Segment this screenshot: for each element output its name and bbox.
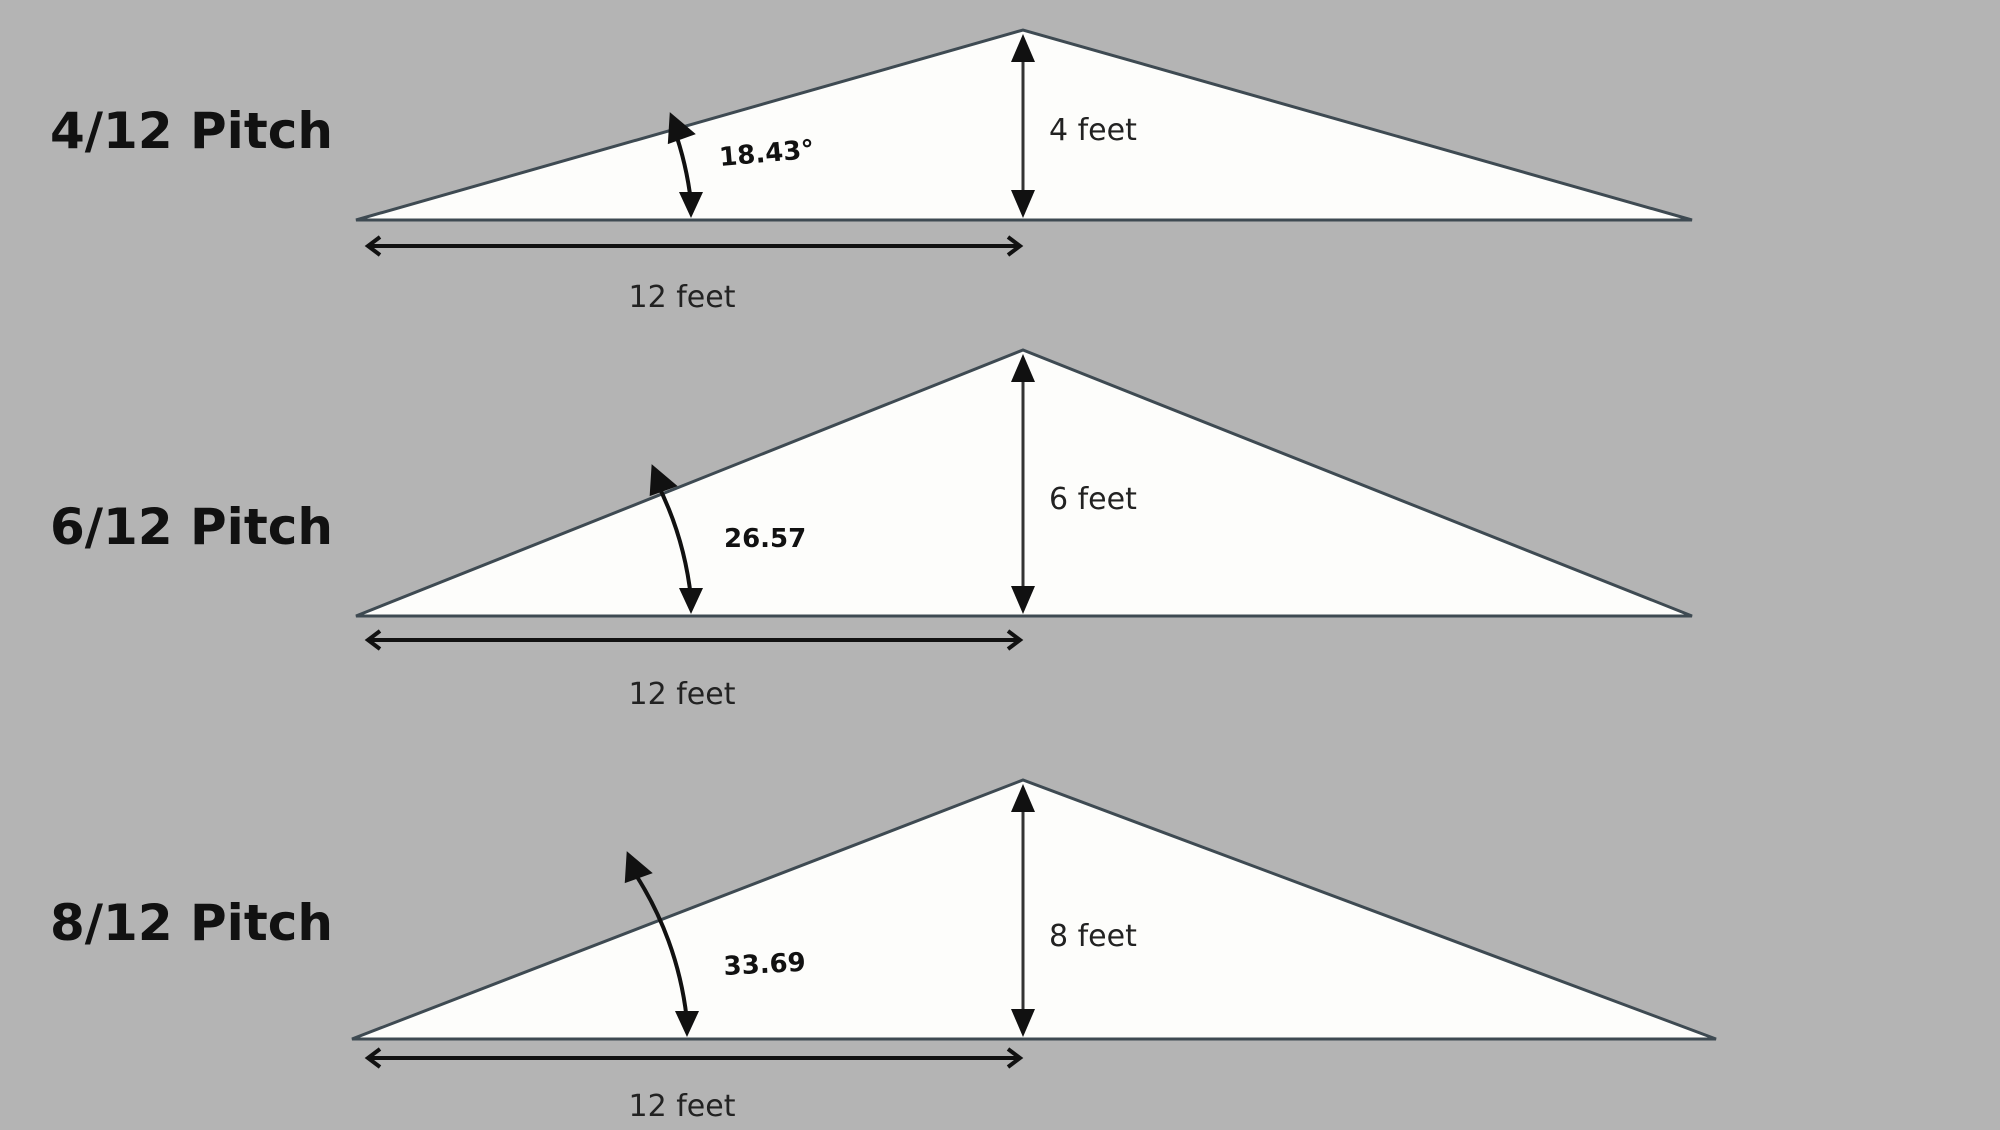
angle-label: 33.69 bbox=[723, 948, 807, 982]
angle-arrow-top-icon bbox=[667, 112, 696, 145]
arrow-down-icon bbox=[1011, 190, 1035, 218]
angle-arc bbox=[629, 866, 689, 1022]
pitch-diagram-6-12-pitch: 6/12 Pitch 6 feet 12 feet 26.57 bbox=[50, 348, 1693, 712]
run-label: 12 feet bbox=[629, 280, 736, 315]
run-label: 12 feet bbox=[629, 1089, 736, 1124]
arrow-right-icon bbox=[1006, 1047, 1024, 1069]
angle-arrow-bottom-icon bbox=[679, 192, 703, 218]
arrow-left-icon bbox=[364, 629, 382, 651]
arrow-up-icon bbox=[1011, 354, 1035, 382]
pitch-diagram-8-12-pitch: 8/12 Pitch 8 feet 12 feet 33.69 bbox=[50, 778, 1717, 1124]
pitch-title: 6/12 Pitch bbox=[50, 498, 333, 556]
pitch-title: 8/12 Pitch bbox=[50, 894, 333, 952]
angle-arrow-top-icon bbox=[649, 464, 678, 497]
angle-arrow-top-icon bbox=[624, 851, 653, 884]
pitch-title: 4/12 Pitch bbox=[50, 102, 333, 160]
roof-triangle bbox=[351, 778, 1717, 1041]
angle-arrow-bottom-icon bbox=[679, 588, 703, 614]
arrow-down-icon bbox=[1011, 1009, 1035, 1037]
rise-label: 8 feet bbox=[1049, 919, 1137, 954]
run-label: 12 feet bbox=[629, 677, 736, 712]
rise-label: 4 feet bbox=[1049, 113, 1137, 148]
arrow-down-icon bbox=[1011, 586, 1035, 614]
arrow-up-icon bbox=[1011, 34, 1035, 62]
arrow-up-icon bbox=[1011, 784, 1035, 812]
arrow-left-icon bbox=[364, 235, 382, 257]
arrow-right-icon bbox=[1006, 235, 1024, 257]
arrow-left-icon bbox=[364, 1047, 382, 1069]
angle-label: 26.57 bbox=[724, 524, 806, 554]
angle-arrow-bottom-icon bbox=[675, 1011, 699, 1037]
rise-label: 6 feet bbox=[1049, 482, 1137, 517]
arrow-right-icon bbox=[1006, 629, 1024, 651]
